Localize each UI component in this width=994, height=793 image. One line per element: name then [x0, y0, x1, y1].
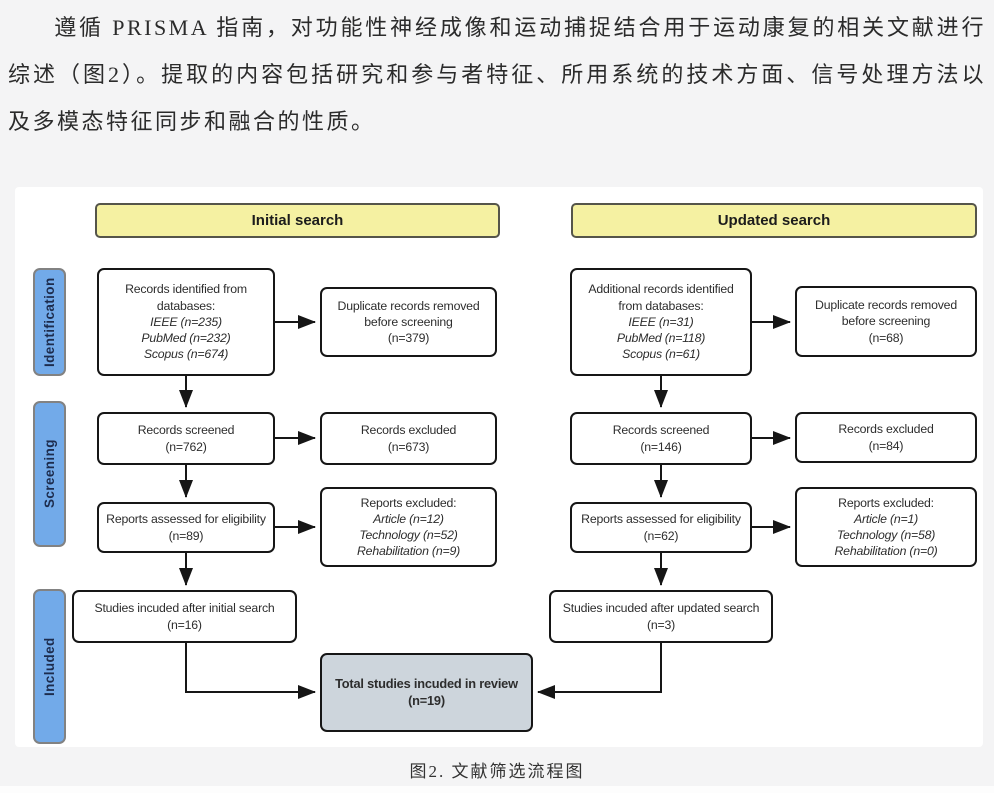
- box-title: Additional records identified from datab…: [588, 282, 734, 313]
- box-records-identified-updated: Additional records identified from datab…: [570, 268, 752, 376]
- excluded-reason: Article (n=12): [373, 511, 444, 526]
- stage-label-included: Included: [33, 589, 66, 744]
- box-count: (n=19): [408, 692, 445, 708]
- box-duplicates-removed-updated: Duplicate records removed before screeni…: [795, 286, 977, 357]
- box-count: (n=762): [165, 439, 207, 454]
- box-text: Reports assessed for eligibility: [581, 512, 741, 527]
- box-total-studies-included: Total studies incuded in review (n=19): [320, 653, 533, 732]
- box-count: (n=3): [646, 617, 676, 632]
- box-text: Studies incuded after initial search: [94, 601, 275, 616]
- box-text: Records screened: [137, 423, 235, 438]
- excluded-reason: Rehabilitation (n=9): [357, 544, 460, 559]
- excluded-reason: Technology (n=52): [359, 528, 458, 542]
- box-count: (n=84): [868, 438, 904, 453]
- body-paragraph: 遵循 PRISMA 指南，对功能性神经成像和运动捕捉结合用于运动康复的相关文献进…: [8, 15, 986, 134]
- box-text: Records excluded: [360, 423, 457, 438]
- box-records-excluded-updated: Records excluded (n=84): [795, 412, 977, 463]
- box-count: (n=379): [387, 331, 430, 346]
- excluded-reason: Article (n=1): [853, 511, 919, 526]
- box-count: (n=16): [167, 617, 202, 632]
- box-text: Reports assessed for eligibility: [106, 512, 266, 527]
- db-count: Scopus (n=674): [143, 347, 229, 362]
- box-title: Reports excluded:: [360, 495, 457, 510]
- stage-label-identification: Identification: [33, 268, 66, 376]
- box-reports-assessed-updated: Reports assessed for eligibility (n=62): [570, 502, 752, 553]
- db-count: Scopus (n=61): [622, 347, 700, 362]
- box-reports-excluded-initial: Reports excluded: Article (n=12) Technol…: [320, 487, 497, 567]
- box-count: (n=68): [868, 330, 904, 345]
- stage-label-screening: Screening: [33, 401, 66, 547]
- header-initial-search: Initial search: [95, 203, 500, 238]
- box-text: Duplicate records removed before screeni…: [815, 298, 957, 329]
- box-studies-included-initial: Studies incuded after initial search (n=…: [72, 590, 297, 643]
- box-text: Duplicate records removed before screeni…: [337, 298, 480, 329]
- box-count: (n=146): [640, 439, 682, 454]
- box-text: Studies incuded after updated search: [562, 601, 760, 616]
- box-records-screened-initial: Records screened (n=762): [97, 412, 275, 465]
- prisma-diagram-panel: Initial search Updated search Identifica…: [15, 187, 983, 747]
- db-count: IEEE (n=235): [150, 314, 222, 329]
- box-reports-assessed-initial: Reports assessed for eligibility (n=89): [97, 502, 275, 553]
- bottom-strip: [0, 786, 994, 793]
- box-count: (n=62): [643, 528, 679, 543]
- box-studies-included-updated: Studies incuded after updated search (n=…: [549, 590, 773, 643]
- box-title: Records identified from databases:: [125, 282, 247, 313]
- excluded-reason: Rehabilitation (n=0): [834, 544, 938, 559]
- header-updated-search: Updated search: [571, 203, 977, 238]
- box-records-excluded-initial: Records excluded (n=673): [320, 412, 497, 465]
- box-count: (n=89): [168, 528, 204, 543]
- db-count: PubMed (n=118): [616, 331, 706, 346]
- box-text: Records screened: [612, 423, 710, 438]
- flow-arrow: [537, 643, 662, 699]
- box-duplicates-removed-initial: Duplicate records removed before screeni…: [320, 287, 497, 357]
- figure-caption: 图2. 文献筛选流程图: [409, 762, 585, 781]
- box-reports-excluded-updated: Reports excluded: Article (n=1) Technolo…: [795, 487, 977, 567]
- box-count: (n=673): [387, 439, 430, 454]
- box-title: Reports excluded:: [838, 495, 934, 510]
- db-count: IEEE (n=31): [628, 314, 694, 329]
- excluded-reason: Technology (n=58): [836, 528, 936, 542]
- box-text: Total studies incuded in review: [335, 675, 518, 691]
- flow-arrow: [185, 643, 316, 699]
- box-records-screened-updated: Records screened (n=146): [570, 412, 752, 465]
- box-records-identified-initial: Records identified from databases: IEEE …: [97, 268, 275, 376]
- box-text: Records excluded: [838, 422, 934, 437]
- db-count: PubMed (n=232): [141, 331, 231, 346]
